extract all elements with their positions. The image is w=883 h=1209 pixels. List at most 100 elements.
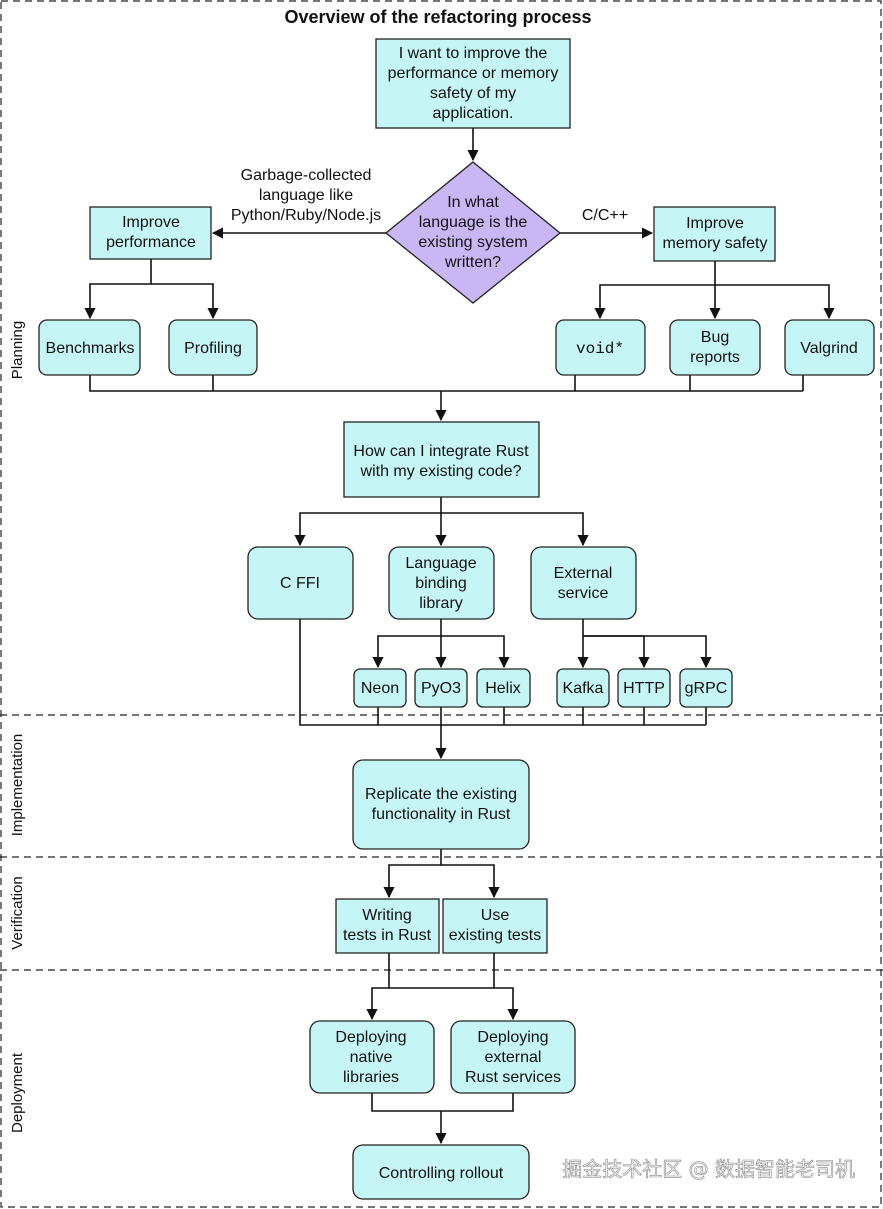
node-grpc-text: gRPC — [685, 680, 728, 697]
text-line: with my existing code? — [360, 463, 522, 480]
node-benchmarks: Benchmarks — [38, 319, 141, 376]
text-line: Language — [405, 555, 476, 572]
node-profiling-text: Profiling — [184, 340, 242, 357]
node-replicate: Replicate the existing functionality in R… — [352, 759, 530, 850]
text-line: gRPC — [685, 680, 728, 697]
text-line: binding — [415, 575, 467, 592]
text-line: tests in Rust — [343, 927, 432, 944]
phase-label-planning: Planning — [9, 321, 26, 379]
node-helix: Helix — [476, 668, 531, 708]
connectors — [84, 128, 835, 1145]
node-void-pointer: void* — [555, 319, 646, 376]
node-helix-text: Helix — [485, 680, 521, 697]
text-line: libraries — [343, 1069, 399, 1086]
node-integrate-text: How can I integrate Rust with my existing… — [353, 443, 529, 480]
label-c-cpp: C/C++ — [582, 207, 628, 224]
node-benchmarks-text: Benchmarks — [46, 340, 135, 357]
text-line: Profiling — [184, 340, 242, 357]
text-line: functionality in Rust — [372, 806, 511, 823]
text-line: How can I integrate Rust — [353, 443, 529, 460]
phase-label-deployment: Deployment — [9, 1052, 26, 1133]
text-line: External — [554, 565, 613, 582]
text-line: Bug — [701, 329, 729, 346]
text-line: HTTP — [623, 680, 665, 697]
text-line: Use — [481, 907, 510, 924]
node-deploy-native-text: Deploying native libraries — [335, 1029, 406, 1086]
text-line: Writing — [362, 907, 412, 924]
node-profiling: Profiling — [168, 319, 258, 376]
node-valgrind-text: Valgrind — [800, 340, 858, 357]
text-line: I want to improve the — [399, 45, 548, 62]
text-line: language is the — [419, 214, 528, 231]
text-line: Replicate the existing — [365, 786, 517, 803]
node-neon: Neon — [353, 668, 407, 708]
text-line: Benchmarks — [46, 340, 135, 357]
text-line: performance — [106, 234, 196, 251]
node-pyo3-text: PyO3 — [421, 680, 461, 697]
node-c-ffi-text: C FFI — [280, 575, 320, 592]
node-bug-reports-text: Bug reports — [690, 329, 740, 366]
node-bug-reports: Bug reports — [669, 319, 761, 376]
text-line: reports — [690, 349, 740, 366]
text-line: Helix — [485, 680, 521, 697]
text-line: external — [485, 1049, 542, 1066]
node-http: HTTP — [617, 668, 671, 708]
node-writing-tests-text: Writing tests in Rust — [343, 907, 432, 944]
node-writing-tests: Writing tests in Rust — [335, 898, 440, 954]
text-line: Valgrind — [800, 340, 858, 357]
node-void-pointer-text: void* — [576, 340, 624, 358]
text-line: application. — [433, 105, 514, 122]
node-improve-performance: Improve performance — [89, 206, 212, 260]
text-line: PyO3 — [421, 680, 461, 697]
text-line: C/C++ — [582, 207, 628, 224]
watermark: 掘金技术社区 @ 数据智能老司机 — [562, 1157, 855, 1181]
node-deploy-native: Deploying native libraries — [309, 1020, 435, 1094]
node-neon-text: Neon — [361, 680, 399, 697]
node-kafka: Kafka — [556, 668, 610, 708]
text-line: Deploying — [335, 1029, 406, 1046]
node-external-service: External service — [530, 546, 637, 620]
node-external-service-text: External service — [554, 565, 613, 602]
node-http-text: HTTP — [623, 680, 665, 697]
node-rollout: Controlling rollout — [352, 1144, 530, 1200]
text-line: Improve — [686, 215, 744, 232]
text-line: Deploying — [477, 1029, 548, 1046]
text-line: existing system — [418, 234, 527, 251]
node-kafka-text: Kafka — [563, 680, 604, 697]
node-replicate-text: Replicate the existing functionality in R… — [365, 786, 517, 823]
text-line: safety of my — [430, 85, 516, 102]
text-line: Rust services — [465, 1069, 561, 1086]
node-integrate: How can I integrate Rust with my existing… — [343, 421, 540, 498]
text-line: Neon — [361, 680, 399, 697]
node-c-ffi: C FFI — [247, 546, 354, 620]
text-line: In what — [447, 194, 499, 211]
text-line: Improve — [122, 214, 180, 231]
text-line: service — [558, 585, 609, 602]
phase-label-implementation: Implementation — [9, 734, 26, 837]
text-line: written? — [444, 254, 501, 271]
text-line: native — [350, 1049, 393, 1066]
node-valgrind: Valgrind — [784, 319, 875, 376]
text-line: Python/Ruby/Node.js — [231, 207, 381, 224]
text-line: C FFI — [280, 575, 320, 592]
text-line: Garbage-collected — [241, 167, 372, 184]
text-line: void* — [576, 340, 624, 358]
text-line: Controlling rollout — [379, 1165, 504, 1182]
node-rollout-text: Controlling rollout — [379, 1165, 504, 1182]
diagram-title: Overview of the refactoring process — [284, 7, 591, 27]
node-pyo3: PyO3 — [414, 668, 468, 708]
phase-label-verification: Verification — [9, 876, 26, 949]
decision-text: In what language is the existing system wri… — [418, 194, 527, 271]
